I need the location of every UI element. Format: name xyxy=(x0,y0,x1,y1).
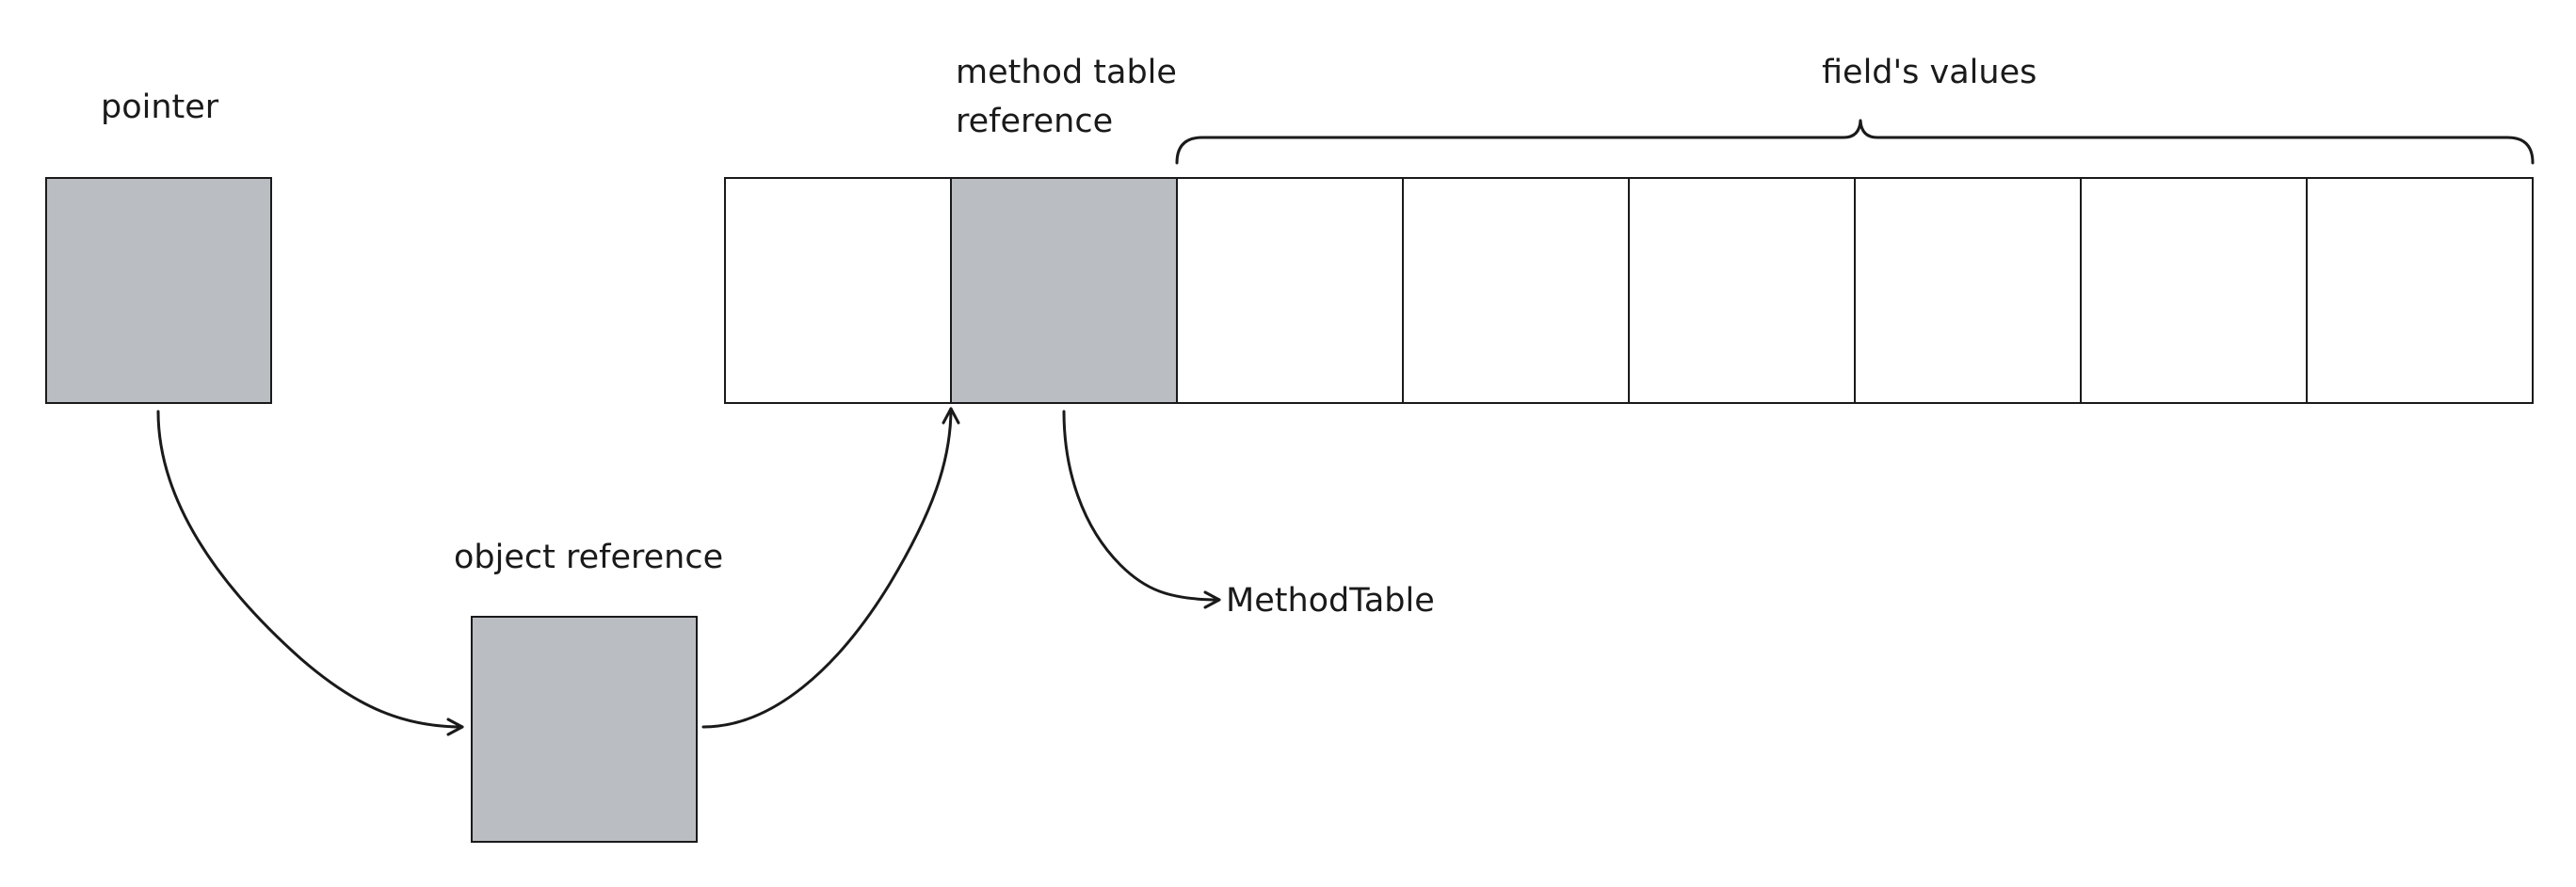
field-value-cell xyxy=(2306,177,2534,404)
fields-values-label: field's values xyxy=(1822,54,2037,91)
method-table-reference-cell xyxy=(950,177,1178,404)
pointer-box xyxy=(45,177,272,404)
field-value-cell xyxy=(1854,177,2082,404)
object-layout-cells xyxy=(724,177,2534,404)
method-table-reference-to-methodtable-arrow xyxy=(1062,410,1221,609)
object-reference-box xyxy=(471,616,698,843)
methodtable-label: MethodTable xyxy=(1226,582,1435,620)
field-value-cell xyxy=(1628,177,1856,404)
object-reference-label: object reference xyxy=(454,539,724,576)
object-header-cell xyxy=(724,177,952,404)
method-table-reference-label-line2: reference xyxy=(956,103,1114,140)
method-table-reference-label-line1: method table xyxy=(956,54,1177,91)
pointer-to-object-reference-arrow xyxy=(156,410,464,736)
field-value-cell xyxy=(2080,177,2308,404)
field-value-cell xyxy=(1402,177,1630,404)
field-value-cell xyxy=(1176,177,1404,404)
fields-brace xyxy=(1175,119,2535,165)
object-reference-to-object-arrow xyxy=(701,407,960,729)
pointer-label: pointer xyxy=(101,89,219,126)
